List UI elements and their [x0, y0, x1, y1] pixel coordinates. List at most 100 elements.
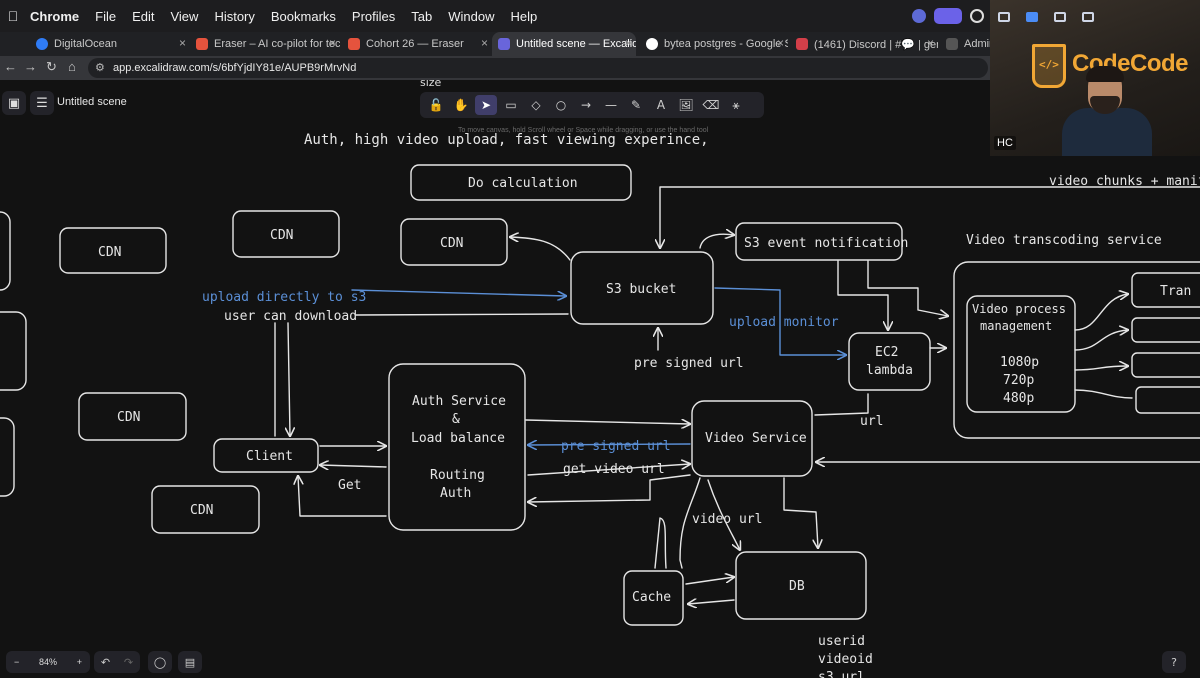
s3url-label: s3 url — [818, 670, 865, 678]
site-info-icon[interactable]: ⚙ — [95, 62, 105, 74]
menu-bookmarks[interactable]: Bookmarks — [270, 8, 336, 24]
menu-help[interactable]: Help — [510, 8, 538, 24]
pencil-icon[interactable]: ✎ — [630, 98, 642, 112]
comment-icon[interactable]: ◯ — [148, 651, 172, 673]
ellipse-icon[interactable]: ○ — [555, 98, 567, 112]
cdn-box — [78, 392, 187, 441]
menu-edit[interactable]: Edit — [132, 8, 155, 24]
back-icon[interactable]: ← — [4, 59, 17, 74]
close-icon[interactable]: × — [480, 36, 488, 50]
scene-title[interactable]: Untitled scene — [57, 96, 127, 108]
lock-icon[interactable]: 🔓 — [428, 98, 444, 112]
zoom-out-button[interactable]: − — [14, 657, 20, 667]
cdn-box — [59, 227, 167, 274]
close-icon[interactable]: × — [624, 36, 632, 50]
tool-hint: To move canvas, hold Scroll wheel or Spa… — [458, 127, 709, 134]
url-input[interactable]: ⚙ app.excalidraw.com/s/6bfYjdIY81e/AUPB9… — [88, 58, 988, 78]
tab-eraser-cohort[interactable]: Cohort 26 — Eraser × — [342, 32, 492, 56]
resolution-720p: 720p — [1003, 373, 1034, 388]
presenter-beard — [1090, 96, 1120, 114]
excalidraw-canvas[interactable]: Auth, high video upload, fast viewing ex… — [0, 80, 1200, 678]
help-icon[interactable]: ? — [1162, 651, 1186, 673]
arrow-s3-to-event — [699, 234, 734, 249]
undo-redo-controls: ↶ ↷ — [94, 651, 140, 673]
close-icon[interactable]: × — [178, 36, 186, 50]
zoom-level[interactable]: 84% — [38, 657, 57, 667]
cdn-label: CDN — [440, 236, 463, 251]
image-icon[interactable]: 🖼 — [678, 98, 694, 112]
eraser-icon — [348, 38, 360, 50]
diamond-icon[interactable]: ◇ — [531, 98, 541, 112]
tab-digitalocean[interactable]: DigitalOcean × — [30, 32, 190, 56]
video-service-label: Video Service — [705, 431, 807, 446]
close-icon[interactable]: × — [328, 36, 336, 50]
arrow-s3-to-cdn — [510, 237, 571, 261]
rectangle-icon[interactable]: ▭ — [505, 98, 517, 112]
arrow-icon[interactable]: → — [580, 98, 592, 112]
tray-app-icon[interactable] — [912, 9, 926, 23]
tab-excalidraw[interactable]: Untitled scene — Excalidraw × — [492, 32, 636, 56]
arrow-process-to-transcoder — [1074, 366, 1128, 370]
close-icon[interactable]: × — [776, 36, 784, 50]
main-menu-icon[interactable]: ☰ — [30, 91, 54, 115]
transcoder-box — [1135, 386, 1200, 414]
url-text: app.excalidraw.com/s/6bfYjdIY81e/AUPB9rM… — [113, 62, 357, 74]
get-video-url-label: get video url — [563, 462, 665, 477]
auth-service-box — [388, 363, 526, 531]
forward-icon[interactable]: → — [24, 59, 37, 74]
tab-discord[interactable]: (1461) Discord | #💬 | genera × — [790, 32, 938, 56]
menu-app-name[interactable]: Chrome — [30, 8, 80, 24]
auth-label: Auth — [440, 486, 471, 501]
do-calculation-box — [410, 164, 632, 201]
cdn-label: CDN — [98, 245, 121, 260]
menu-tab[interactable]: Tab — [411, 8, 433, 24]
selection-icon[interactable]: ➤ — [475, 95, 497, 115]
shapes-more-icon[interactable]: ⚹ — [732, 97, 740, 112]
home-icon[interactable]: ⌂ — [68, 59, 76, 74]
tray-status-icon[interactable] — [970, 9, 984, 23]
reload-icon[interactable]: ↻ — [46, 59, 57, 74]
ec2-label: EC2 — [875, 345, 898, 360]
db-label: DB — [789, 579, 805, 594]
close-icon[interactable]: × — [926, 36, 934, 50]
undo-icon[interactable]: ↶ — [100, 655, 111, 669]
eraser-icon[interactable]: ⌫ — [702, 98, 720, 112]
arrow-user-download — [355, 313, 569, 316]
hand-icon[interactable]: ✋ — [453, 98, 469, 112]
transcoder-label: Tran — [1160, 284, 1191, 299]
zoom-in-button[interactable]: + — [76, 657, 82, 667]
webcam-toolbar — [998, 12, 1094, 22]
load-balance-label: Load balance — [411, 431, 505, 446]
menubar-tray — [912, 8, 984, 24]
presenter-initials: HC — [994, 136, 1016, 150]
menu-profiles[interactable]: Profiles — [351, 8, 396, 24]
presenter-body — [1062, 108, 1152, 156]
tab-google-search[interactable]: bytea postgres - Google Sear × — [640, 32, 788, 56]
admin-icon — [946, 38, 958, 50]
client-label: Client — [246, 449, 293, 464]
apple-icon[interactable]:  — [2, 8, 24, 24]
menu-file[interactable]: File — [95, 8, 117, 24]
partial-box — [0, 311, 27, 391]
arrow-process-to-transcoder — [1074, 389, 1133, 399]
tab-eraser-copilot[interactable]: Eraser – AI co-pilot for techn × — [190, 32, 340, 56]
ec2-lambda-box — [848, 332, 931, 391]
grid-icon — [1082, 12, 1094, 22]
tray-screen-record-icon[interactable] — [934, 8, 962, 24]
menu-view[interactable]: View — [170, 8, 199, 24]
text-icon[interactable]: A — [656, 98, 666, 112]
redo-icon[interactable]: ↷ — [123, 655, 134, 669]
video-transcoding-label: Video transcoding service — [966, 233, 1162, 248]
present-icon[interactable]: ▤ — [178, 651, 202, 673]
s3-event-label: S3 event notification — [744, 236, 908, 251]
excalidraw-icon — [498, 38, 510, 50]
menu-window[interactable]: Window — [448, 8, 495, 24]
menu-history[interactable]: History — [214, 8, 255, 24]
arrow-video-url — [707, 479, 740, 550]
arrow-auth-to-video — [525, 420, 690, 424]
line-icon[interactable]: — — [605, 98, 617, 112]
arrow-auth-to-client — [320, 465, 387, 467]
library-sidebar-icon[interactable]: ▣ — [2, 91, 26, 115]
lambda-label: lambda — [866, 363, 913, 378]
video-chunks-label: video chunks + manif — [1049, 174, 1200, 189]
